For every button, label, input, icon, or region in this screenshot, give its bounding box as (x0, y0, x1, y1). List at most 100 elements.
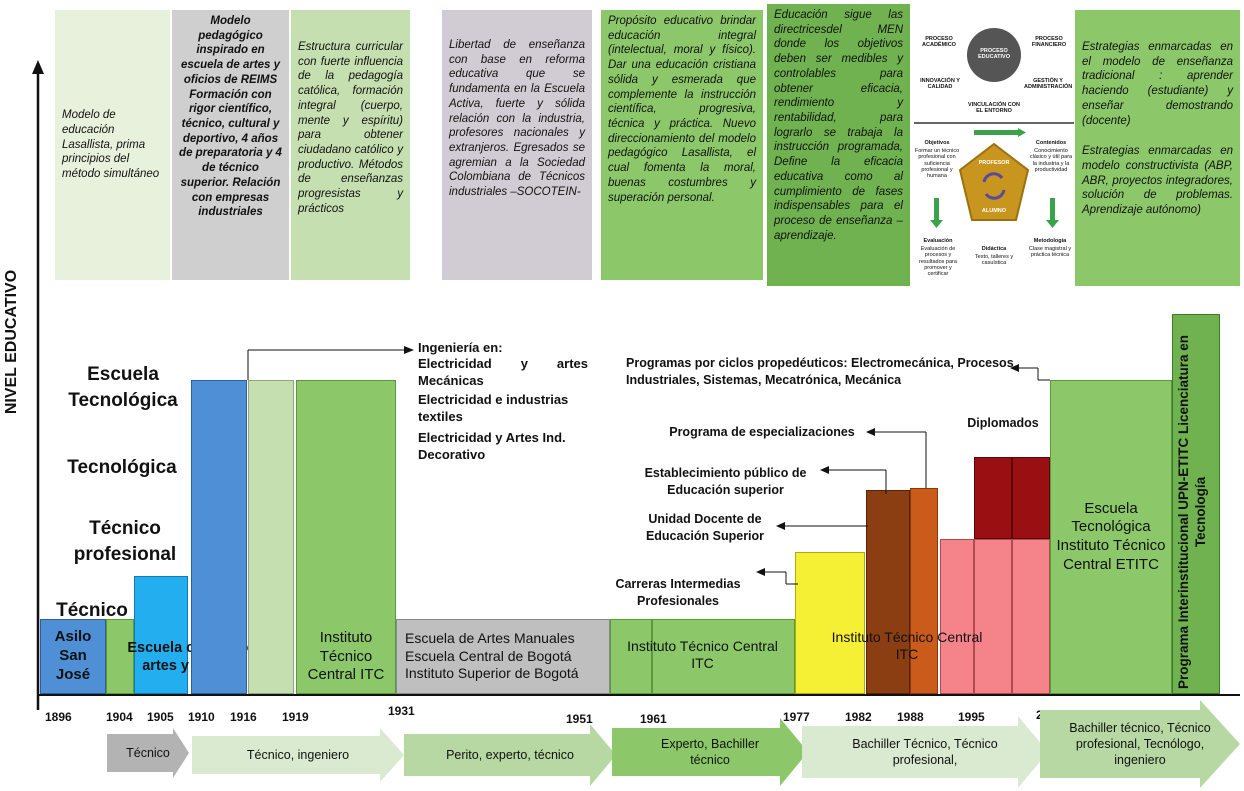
bar-upn-label: Programa Interinstitucional UPN-ETITC Li… (1176, 334, 1208, 690)
ingenieria-bracket (247, 346, 414, 380)
bar-itc-1919: Instituto Técnico Central ITC (296, 380, 396, 694)
top-box-1: Modelo de educación Lasallista, prima pr… (55, 10, 170, 280)
bar-1905 (134, 576, 188, 694)
stage-bachiller-label: Bachiller Técnico, Técnico profesional, (852, 736, 998, 767)
bar-diplomados-a (974, 457, 1012, 539)
bar-asilo-san-jose: Asilo San José (40, 619, 106, 694)
diplomados-note: Diplomados (967, 416, 1039, 430)
stage-arrow-shape (802, 716, 1048, 788)
unidad-docente-arrow (776, 522, 868, 530)
proceso-educativo-label: PROCESO EDUCATIVO (978, 48, 1010, 61)
year-1961: 1961 (640, 712, 667, 726)
proceso-educativo-circle (967, 28, 1021, 82)
pedagogy-diagram: PROCESO ACADÉMICO PROCESO FINANCIERO PRO… (914, 10, 1074, 286)
alumno-label: ALUMNO (981, 208, 1007, 214)
top-box-4: Libertad de enseñanza con base en reform… (442, 10, 592, 280)
metodologia-title: Metodología (1033, 238, 1067, 244)
stage-tecnico-label: Técnico (126, 745, 170, 760)
process-line (914, 122, 1074, 124)
bar-1988 (910, 488, 938, 694)
top-box-7-text-a: Estrategias enmarcadas en el modelo de e… (1082, 41, 1233, 127)
top-box-6: Educación sigue las directricesdel MEN d… (767, 4, 910, 286)
stage-experto-label: Experto, Bachiller técnico (661, 736, 759, 767)
ingenieria-item-2: Electricidad e industrias textiles (418, 392, 569, 424)
pentagon-icon (958, 142, 1030, 221)
especializaciones-note: Programa de especializaciones (669, 425, 855, 439)
propedeuticos-arrow (1010, 364, 1050, 381)
stage-bachiller-tecnologo: Bachiller técnico, Técnico profesional, … (1040, 700, 1240, 788)
stage-experto: Experto, Bachiller técnico (612, 718, 808, 786)
metodologia-text: Clase magistral y práctica técnica (1028, 246, 1072, 259)
bar-1982 (866, 490, 910, 694)
bar-1916 (248, 380, 294, 694)
top-box-7: Estrategias enmarcadas en el modelo de e… (1075, 10, 1240, 286)
bar-1961-a (610, 619, 652, 694)
ingenieria-item-1: Electricidad y artes Mecánicas (418, 356, 588, 388)
top-box-7-text-b: Estrategias enmarcadas en modelo constru… (1082, 145, 1233, 217)
stage-arrow-shape (1040, 700, 1240, 788)
profesor-label: PROFESOR (978, 160, 1010, 166)
didactica-title: Didáctica (981, 246, 1007, 252)
stage-arrow-shape (192, 728, 404, 782)
proceso-academico-label: PROCESO ACADÉMICO (922, 36, 956, 49)
establecimiento-note: Establecimiento público de Educación sup… (644, 466, 807, 497)
objetivos-text: Formar un técnico profesional con sufici… (914, 148, 960, 180)
year-1982: 1982 (845, 710, 872, 724)
bar-1904 (106, 619, 134, 694)
bar-1995-a (940, 539, 974, 694)
ingenieria-title: Ingeniería en: (418, 340, 503, 355)
year-1896: 1896 (45, 710, 72, 724)
green-arrows-icon (930, 128, 1059, 228)
bar-etitc: Escuela Tecnológica Instituto Técnico Ce… (1050, 380, 1172, 694)
year-1904: 1904 (106, 710, 133, 724)
bar-1910 (191, 380, 247, 694)
level-tecnologica: Tecnológica (67, 457, 177, 478)
evaluacion-title: Evaluación (923, 238, 953, 244)
year-1995: 1995 (958, 710, 985, 724)
year-1951: 1951 (566, 712, 593, 726)
bar-itc-1961: Instituto Técnico Central ITC (627, 637, 778, 672)
top-box-5: Propósito educativo brindar educación in… (601, 10, 763, 280)
stage-tecnico: Técnico (107, 728, 189, 778)
stage-arrow-shape (404, 724, 616, 786)
bar-artes-manuales: Escuela de Artes Manuales Escuela Centra… (396, 619, 610, 694)
innovacion-label: INNOVACIÓN Y CALIDAD (920, 78, 960, 91)
stage-perito: Perito, experto, técnico (404, 724, 616, 786)
carreras-note: Carreras Intermedias Profesionales (615, 577, 741, 608)
proceso-financiero-label: PROCESO FINANCIERO (1031, 36, 1067, 49)
ingenieria-item-3: Electricidad y Artes Ind. Decorativo (418, 430, 566, 462)
stage-arrow-shape (107, 728, 189, 778)
vinculacion-label: VINCULACIÓN CON EL ENTORNO (968, 102, 1020, 115)
level-tecnico-profesional: Técnico profesional (73, 518, 177, 565)
year-1931: 1931 (388, 704, 415, 718)
time-axis (38, 694, 1240, 696)
bar-1995-b (974, 539, 1012, 694)
year-1905: 1905 (147, 710, 174, 724)
gestion-label: GESTIÓN Y ADMINISTRACIÓN (1024, 78, 1073, 91)
year-1977: 1977 (783, 710, 810, 724)
bar-1995-c (1012, 539, 1050, 694)
contenidos-title: Contenidos (1035, 140, 1067, 146)
stage-perito-label: Perito, experto, técnico (446, 747, 574, 762)
stage-bachiller-tecnologo-label: Bachiller técnico, Técnico profesional, … (1069, 720, 1211, 768)
establecimiento-arrow (820, 466, 887, 494)
evaluacion-text: Evaluación de procesos y resultados para… (919, 246, 957, 278)
stage-tecnico-ingeniero: Técnico, ingeniero (192, 728, 404, 782)
top-box-2: Modelo pedagógico inspirado en escuela d… (172, 10, 289, 280)
carreras-arrow (756, 568, 798, 585)
bar-diplomados-b (1012, 457, 1050, 539)
bar-1977 (795, 552, 865, 694)
especializaciones-arrow (866, 428, 927, 488)
stage-bachiller: Bachiller Técnico, Técnico profesional, (802, 716, 1048, 788)
unidad-docente-note: Unidad Docente de Educación Superior (645, 512, 765, 543)
contenidos-text: Conocimiento clásico y útil para la indu… (1029, 148, 1073, 173)
didactica-text: Texto, talleres y casuística (974, 254, 1014, 267)
objetivos-title: Objetivos (924, 140, 950, 146)
propedeuticos-note: Programas por ciclos propedéuticos: Elec… (626, 356, 1014, 387)
bar-itc-1977: Instituto Técnico Central ITC (831, 628, 983, 663)
year-1916: 1916 (230, 710, 257, 724)
year-1919: 1919 (282, 710, 309, 724)
bar-upn (1172, 314, 1220, 694)
y-axis (32, 60, 44, 710)
bar-1961-b (652, 619, 795, 694)
